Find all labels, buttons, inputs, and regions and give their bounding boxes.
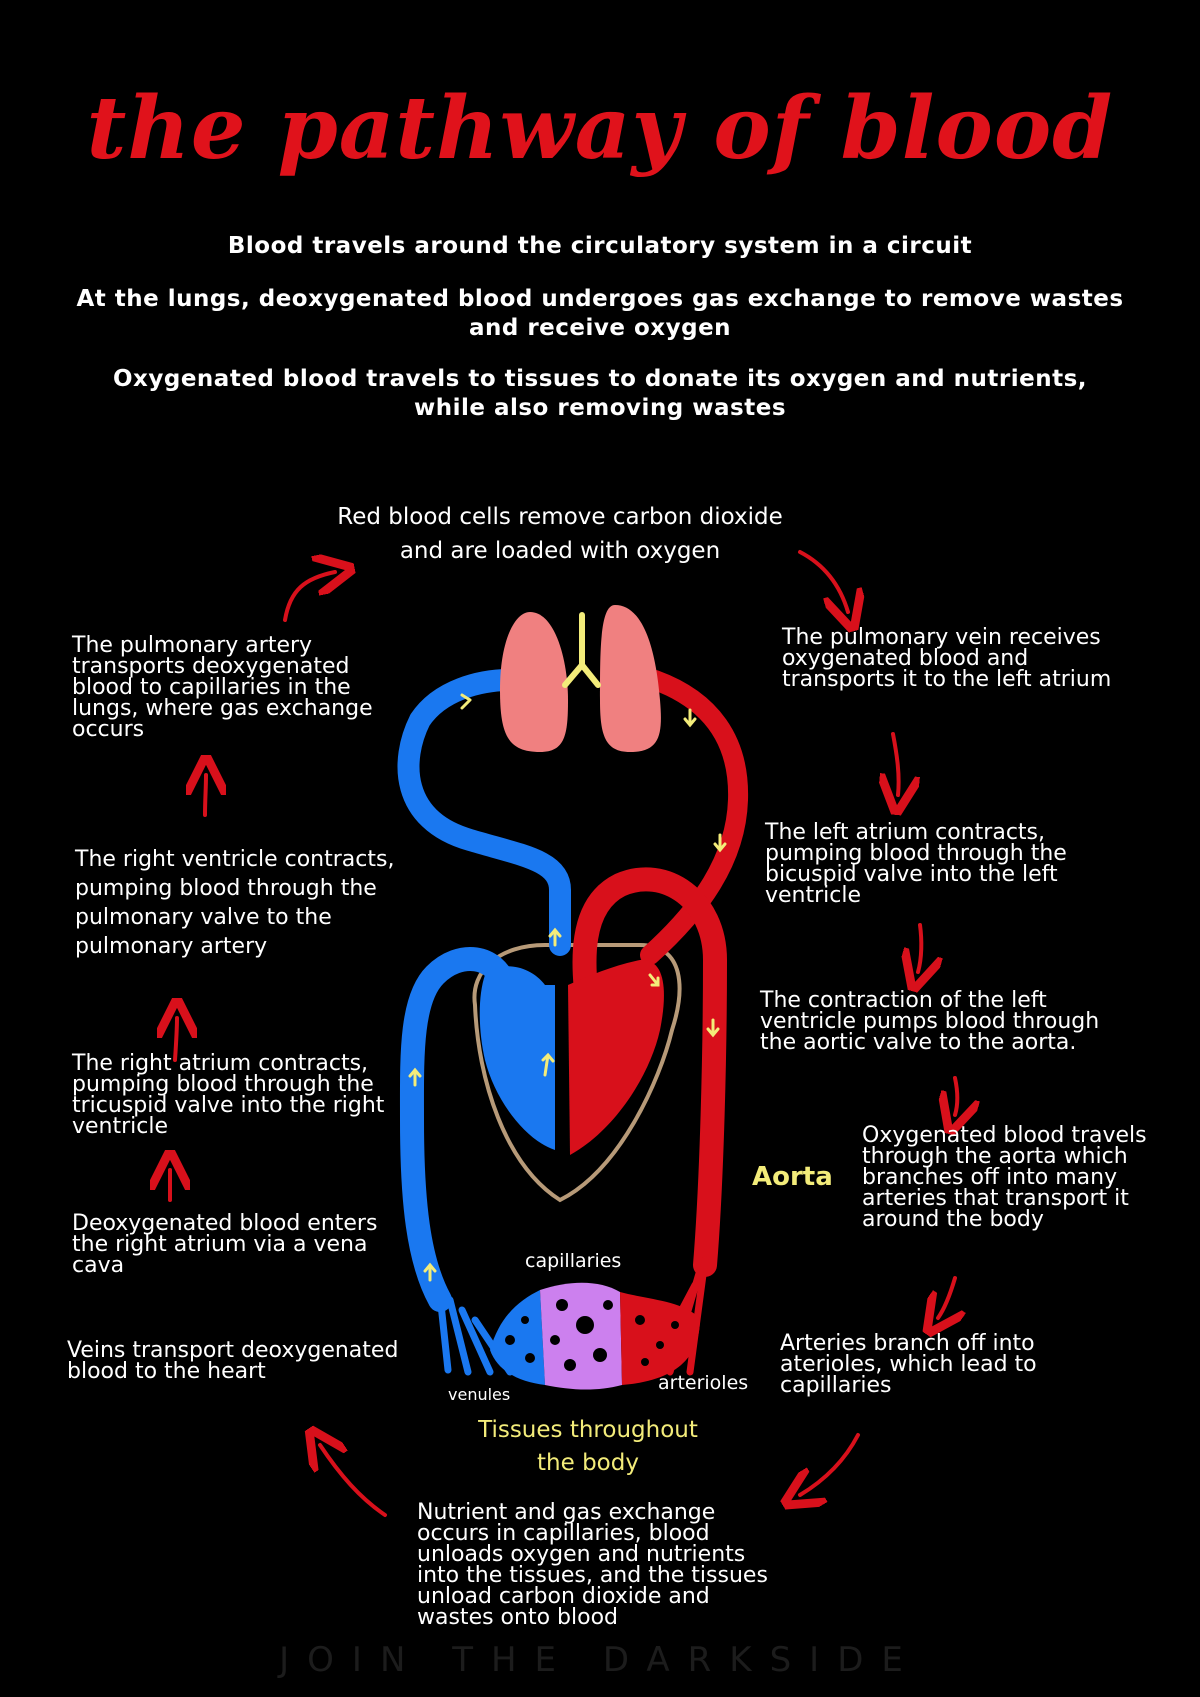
arterioles-label: arterioles <box>658 1372 749 1394</box>
cycle-arrow-8 <box>320 1445 387 1517</box>
cycle-arrow-1 <box>283 572 335 622</box>
step-aorta: Oxygenated blood travels through the aor… <box>862 1123 1147 1232</box>
intro-lungs: At the lungs, deoxygenated blood undergo… <box>76 286 1124 341</box>
step-left-atrium: The left atrium contracts, pumping blood… <box>765 820 1067 908</box>
page-title: the pathway of blood <box>86 78 1114 179</box>
capillaries-label: capillaries <box>525 1250 622 1272</box>
step-pulmonary-vein: The pulmonary vein receives oxygenated b… <box>782 625 1112 692</box>
cycle-arrow-6 <box>938 1276 955 1318</box>
trachea <box>562 612 601 688</box>
step-vena-cava: Deoxygenated blood enters the right atri… <box>72 1211 378 1278</box>
step-right-ventricle: The right ventricle contracts, pumping b… <box>75 847 395 959</box>
venule-1 <box>436 1291 452 1374</box>
heart-outline <box>472 943 682 1203</box>
aorta-label: Aorta <box>752 1162 833 1192</box>
right-lung <box>600 605 661 752</box>
cycle-arrow-4 <box>918 923 921 972</box>
intro-tissues: Oxygenated blood travels to tissues to d… <box>112 366 1088 421</box>
step-arteries: Arteries branch off into aterioles, whic… <box>780 1331 1037 1398</box>
step-capillaries: Nutrient and gas exchange occurs in capi… <box>417 1500 768 1630</box>
footer-watermark: JOIN THE DARKSIDE <box>279 1640 921 1680</box>
step-right-atrium: The right atrium contracts, pumping bloo… <box>72 1051 385 1139</box>
cycle-arrow-3 <box>893 732 899 795</box>
tissue-deoxygenated <box>490 1290 545 1385</box>
venule-2 <box>446 1296 472 1376</box>
step-veins: Veins transport deoxygenated blood to th… <box>67 1338 399 1384</box>
step-pulmonary-artery: The pulmonary artery transports deoxygen… <box>72 633 373 742</box>
left-heart-chambers <box>568 959 664 1155</box>
venules-label: venules <box>448 1385 511 1404</box>
cycle-arrow-5 <box>955 1076 957 1115</box>
tissues-label: Tissues throughout the body <box>478 1417 698 1476</box>
intro-circuit: Blood travels around the circulatory sys… <box>227 233 973 259</box>
venule-3 <box>458 1306 494 1376</box>
step-lungs-exchange: Red blood cells remove carbon dioxide an… <box>337 504 783 564</box>
cycle-arrow-7 <box>800 1433 860 1495</box>
vena-cava-vessel <box>399 947 517 1312</box>
cycle-arrow-2 <box>798 550 848 612</box>
left-lung <box>500 612 568 752</box>
cycle-arrow-11 <box>205 775 206 817</box>
cycle-arrow-10 <box>175 1018 177 1062</box>
step-left-ventricle: The contraction of the left ventricle pu… <box>760 988 1100 1055</box>
aorta-vessel <box>572 867 727 1277</box>
pulmonary-artery <box>397 669 571 956</box>
right-heart-chambers <box>479 966 555 1150</box>
